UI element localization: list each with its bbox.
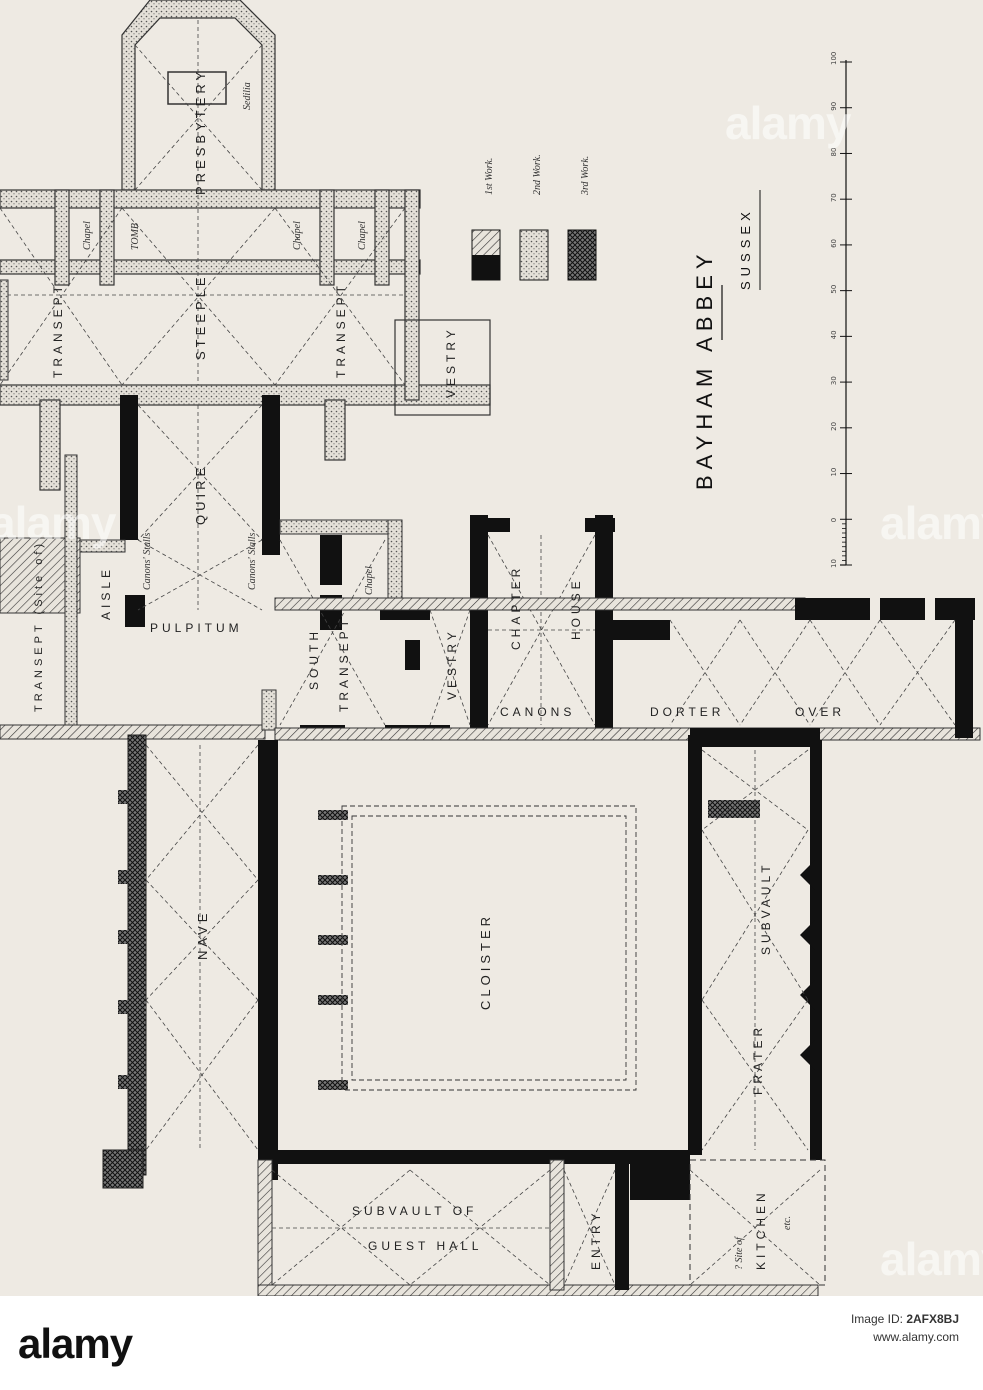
scale-tick-label: 50	[830, 285, 838, 294]
label-over: OVER	[795, 705, 845, 719]
label-house: HOUSE	[569, 577, 583, 640]
image-id-value: 2AFX8BJ	[906, 1312, 959, 1326]
note-chapel-4: Chapel	[364, 566, 375, 595]
note-sedilia: Sedilia	[242, 82, 253, 110]
east-vaulting	[0, 20, 406, 386]
watermark-2: alamy	[880, 497, 983, 549]
legend-swatch-2nd	[519, 229, 549, 281]
note-stalls-s: Canons' Stalls	[247, 532, 258, 590]
image-id-block: Image ID: 2AFX8BJ www.alamy.com	[851, 1310, 959, 1346]
note-chapel-1: Chapel	[82, 221, 93, 250]
label-north-2: TRANSEPT (Site of)	[33, 540, 45, 712]
watermark-3: alamy	[880, 1233, 983, 1285]
legend-label-2nd: 2nd Work.	[532, 154, 543, 195]
label-presbytery: PRESBYTERY	[193, 68, 208, 195]
label-dorter: DORTER	[650, 705, 724, 719]
label-chapter: CHAPTER	[509, 565, 523, 650]
abbey-plan: PRESBYTERY STEEPLE TRANSEPT TRANSEPT VES…	[0, 0, 981, 1296]
dorter-vaulting	[669, 619, 956, 726]
frater-vaulting	[701, 749, 809, 1151]
note-tomb: TOMB	[130, 223, 141, 250]
label-quire: QUIRE	[193, 464, 208, 525]
label-guest-hall: GUEST HALL	[368, 1239, 482, 1253]
scale-tick-label: 0	[830, 518, 838, 522]
label-south: SOUTH	[307, 628, 321, 690]
scale-tick-label: 10	[830, 468, 838, 477]
note-stalls-n: Canons' Stalls	[142, 532, 153, 590]
title-county: SUSSEX	[738, 207, 753, 290]
label-etc: etc.	[782, 1216, 793, 1230]
cloister-ranges	[258, 735, 822, 1200]
scale-tick-label: 60	[830, 239, 838, 248]
watermark-4: alamy	[0, 497, 116, 549]
nave-walls	[102, 734, 278, 1189]
quire-walls	[120, 395, 342, 630]
altar	[167, 71, 227, 105]
scale-tick-label: 100	[830, 52, 838, 65]
label-steeple: STEEPLE	[193, 273, 208, 360]
label-entry: ENTRY	[589, 1210, 603, 1270]
legend-label-1st: 1st Work.	[484, 158, 495, 195]
image-id-label: Image ID:	[850, 1312, 903, 1326]
scale-tick-label: 40	[830, 330, 838, 339]
nave-vaulting	[145, 744, 259, 1151]
quire-vaulting	[137, 404, 263, 611]
stock-footer: alamy Image ID: 2AFX8BJ www.alamy.com	[0, 1296, 983, 1390]
site-url[interactable]: www.alamy.com	[873, 1330, 959, 1344]
room-labels: PRESBYTERY STEEPLE TRANSEPT TRANSEPT VES…	[33, 68, 845, 1270]
label-canons: CANONS	[500, 705, 575, 719]
label-vestry-upper: VESTRY	[444, 326, 458, 398]
stock-logo[interactable]: alamy	[18, 1320, 133, 1367]
label-aisle: AISLE	[99, 566, 113, 620]
note-chapel-2: Chapel	[292, 221, 303, 250]
label-site-of: ? Site of	[734, 1236, 745, 1270]
margin-fragments	[0, 279, 9, 381]
chapter-vaulting	[279, 534, 596, 726]
label-pulpitum: PULPITUM	[150, 621, 243, 635]
small-notes: Chapel Chapel Chapel TOMB Sedilia Chapel…	[82, 82, 375, 595]
scale-tick-label: 20	[830, 422, 838, 431]
label-nave: NAVE	[195, 910, 210, 960]
note-chapel-3: Chapel	[357, 221, 368, 250]
label-transept-n: TRANSEPT	[51, 282, 65, 378]
scale-tick-label: 70	[830, 193, 838, 202]
title-block: BAYHAM ABBEY SUSSEX	[692, 190, 761, 490]
presbytery-walls	[0, 0, 491, 491]
label-frater: FRATER	[751, 1024, 765, 1095]
title-main: BAYHAM ABBEY	[692, 248, 717, 490]
label-south-2: TRANSEPT	[337, 616, 351, 712]
legend: 1st Work. 2nd Work. 3rd Work.	[471, 154, 597, 281]
aisle-walls	[64, 454, 126, 726]
guest-hall-vaulting	[271, 1169, 821, 1286]
legend-label-3rd: 3rd Work.	[580, 156, 591, 196]
label-subvault-of: SUBVAULT OF	[352, 1204, 477, 1218]
watermark-1: alamy	[725, 97, 851, 149]
cloister-walks	[341, 805, 637, 1091]
label-transept-s: TRANSEPT	[334, 282, 348, 378]
south-transept-dots	[261, 519, 403, 731]
label-kitchen: KITCHEN	[754, 1189, 768, 1270]
scale-tick-label: 80	[830, 148, 838, 157]
label-vestry-lower: VESTRY	[445, 628, 459, 700]
scale-tick-label: 10	[830, 559, 838, 568]
legend-swatch-3rd	[567, 229, 597, 281]
label-cloister: CLOISTER	[478, 913, 493, 1010]
label-subvault: SUBVAULT	[759, 861, 773, 955]
scale-tick-label: 90	[830, 102, 838, 111]
scale-tick-label: 30	[830, 376, 838, 385]
cloister-piers	[318, 810, 348, 1090]
plan-sheet: PRESBYTERY STEEPLE TRANSEPT TRANSEPT VES…	[0, 0, 983, 1296]
